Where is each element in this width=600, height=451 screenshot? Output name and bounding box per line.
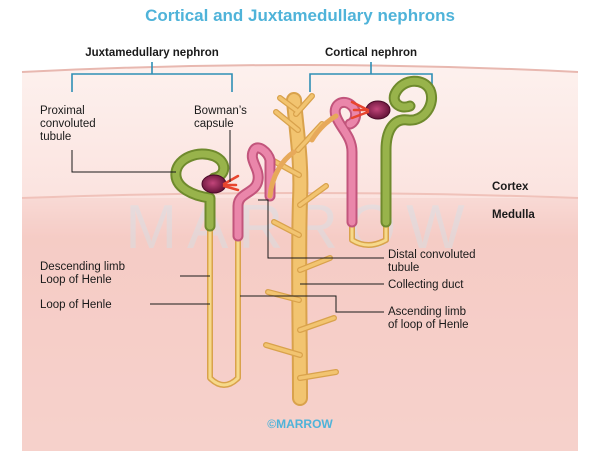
collecting-duct-label: Collecting duct xyxy=(388,279,464,291)
juxtamedullary-label: Juxtamedullary nephron xyxy=(85,47,219,59)
distal-tubule-label: Distal convoluted tubule xyxy=(388,249,479,274)
jm-glomerulus xyxy=(201,174,227,194)
descending-limb-label: Descending limb Loop of Henle xyxy=(40,261,128,286)
cortical-glomerulus xyxy=(365,100,391,120)
bowmans-capsule-label: Bowman’s capsule xyxy=(194,105,250,130)
jm-arterioles xyxy=(222,174,240,192)
capsule-edge xyxy=(21,64,579,73)
loop-of-henle-label: Loop of Henle xyxy=(40,299,112,311)
cortical-bracket xyxy=(309,62,433,92)
footer-brand: ©MARROW xyxy=(267,417,333,431)
collecting-duct xyxy=(263,92,339,406)
cortical-label: Cortical nephron xyxy=(325,47,417,59)
proximal-tubule-label: Proximal convoluted tubule xyxy=(40,105,99,143)
ascending-limb-label: Ascending limb of loop of Henle xyxy=(388,306,469,331)
juxtamedullary-nephron xyxy=(170,142,297,388)
cortical-arterioles xyxy=(350,100,370,120)
cortex-label: Cortex xyxy=(492,181,529,193)
page-title: Cortical and Juxtamedullary nephrons xyxy=(145,6,455,25)
leader-lines xyxy=(71,130,384,313)
juxtamedullary-bracket xyxy=(71,62,233,92)
medulla-label: Medulla xyxy=(492,209,535,221)
